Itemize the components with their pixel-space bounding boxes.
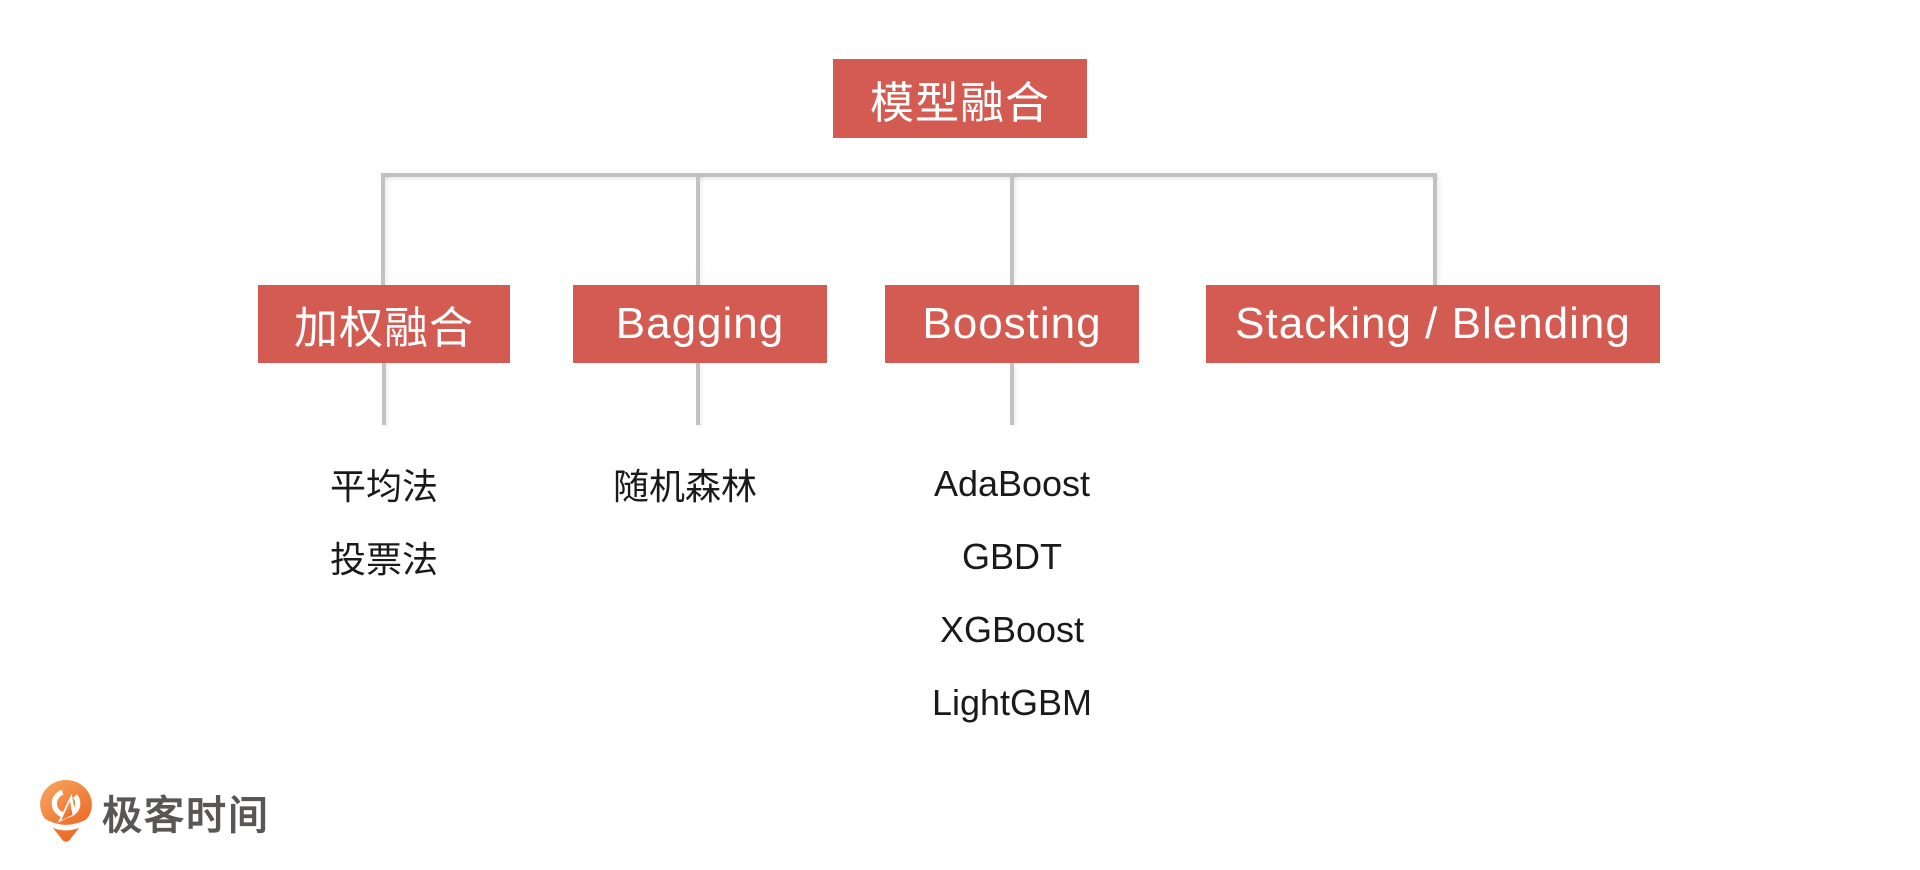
root-node-model-fusion: 模型融合 bbox=[833, 59, 1087, 138]
geektime-pin-icon bbox=[40, 780, 92, 842]
branch-node-label: Bagging bbox=[615, 299, 785, 348]
branch-node-stacking-blending: Stacking / Blending bbox=[1206, 285, 1660, 363]
connector-drop-bagging bbox=[696, 173, 700, 285]
connector-stem-boosting bbox=[1010, 363, 1014, 425]
connector-stem-bagging bbox=[696, 363, 700, 425]
branch-node-label: Stacking / Blending bbox=[1235, 299, 1631, 348]
leaf-item: 投票法 bbox=[329, 538, 438, 580]
branch-node-label: 加权融合 bbox=[294, 304, 474, 353]
connector-drop-stacking bbox=[1433, 173, 1437, 285]
branch-node-weighted-fusion: 加权融合 bbox=[258, 285, 510, 363]
leaf-column-boosting: AdaBoost GBDT XGBoost LightGBM bbox=[832, 447, 1192, 739]
branch-node-boosting: Boosting bbox=[885, 285, 1139, 363]
connector-stem-weighted bbox=[382, 363, 386, 425]
connector-drop-weighted bbox=[381, 173, 385, 285]
branch-node-label: Boosting bbox=[922, 299, 1102, 348]
connector-drop-boosting bbox=[1010, 173, 1014, 285]
geektime-brand-name: 极客时间 bbox=[102, 793, 270, 838]
leaf-item: 平均法 bbox=[329, 465, 438, 507]
leaf-column-weighted-fusion: 平均法 投票法 bbox=[204, 447, 564, 593]
geektime-brand: 极客时间 bbox=[40, 780, 270, 843]
leaf-item: XGBoost bbox=[939, 608, 1085, 650]
leaf-item: 随机森林 bbox=[612, 465, 757, 507]
branch-node-bagging: Bagging bbox=[573, 285, 827, 363]
connector-horizontal bbox=[381, 173, 1437, 177]
leaf-column-bagging: 随机森林 bbox=[505, 447, 865, 520]
root-node-label: 模型融合 bbox=[870, 78, 1050, 128]
leaf-item: AdaBoost bbox=[933, 462, 1091, 504]
leaf-item: LightGBM bbox=[931, 681, 1093, 723]
leaf-item: GBDT bbox=[961, 535, 1062, 577]
